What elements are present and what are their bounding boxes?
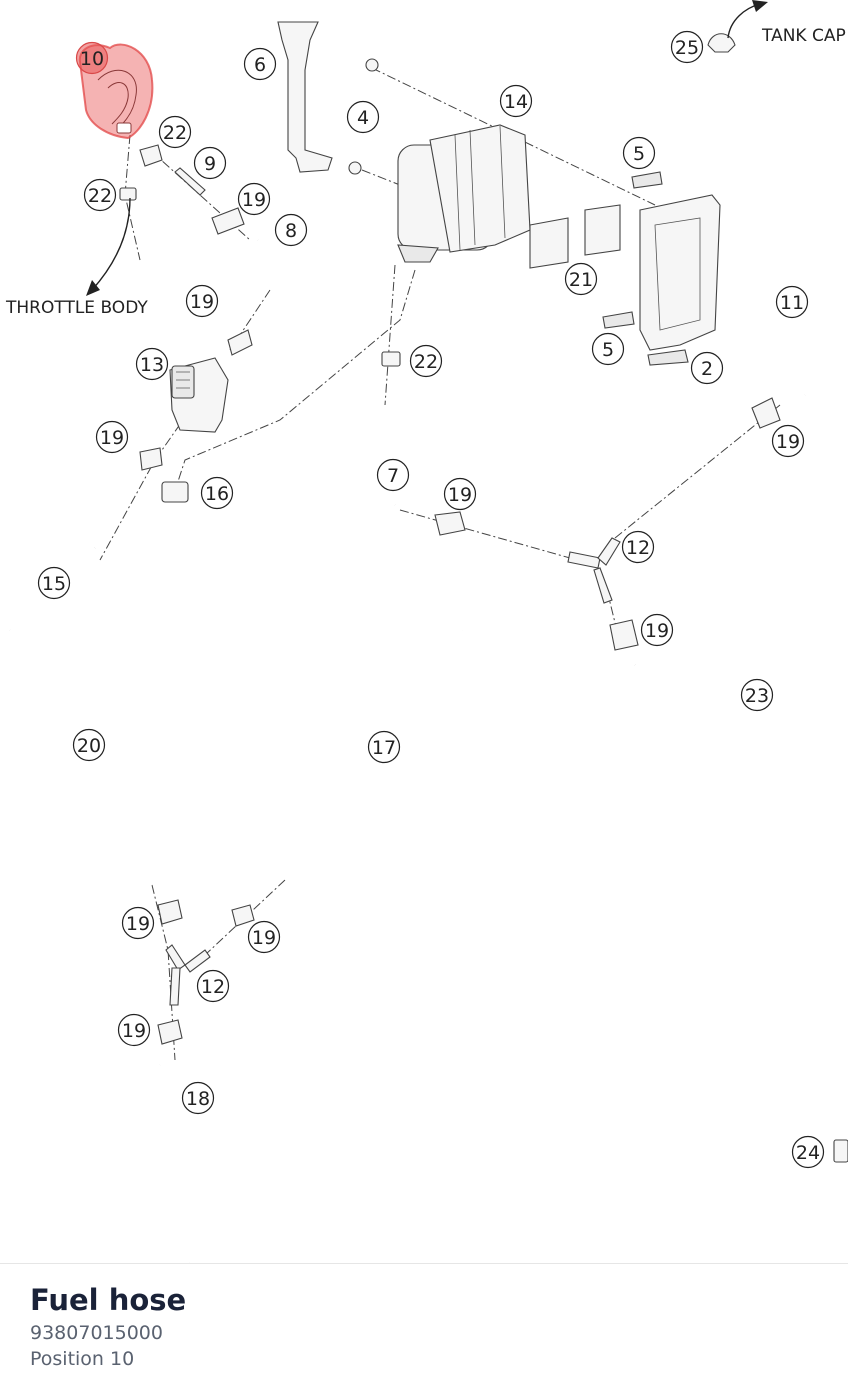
callout-label: 23	[745, 685, 769, 707]
callout-label: 14	[504, 91, 528, 113]
callout-label: 17	[372, 737, 396, 759]
callout-19[interactable]: 19	[95, 420, 129, 454]
callout-label: 19	[252, 927, 276, 949]
callout-19[interactable]: 19	[443, 477, 477, 511]
parts-diagram: 10 6 4 14 25 22 9 22 19 8 5 19 13 22 21 11 5 2 19 16 7 19 19 12…	[5, 0, 848, 1263]
callouts: 10 6 4 14 25 22 9 22 19 8 5 19 13 22 21 11 5 2 19 16 7 19 19 12…	[37, 30, 825, 1169]
bracket-6-shape	[277, 21, 333, 173]
callout-label: 12	[201, 976, 225, 998]
callout-label: 4	[357, 107, 369, 129]
callout-2[interactable]: 2	[690, 351, 724, 385]
callout-5[interactable]: 5	[591, 332, 625, 366]
callout-15[interactable]: 15	[37, 566, 71, 600]
callout-label: 12	[626, 537, 650, 559]
callout-label: 20	[77, 735, 101, 757]
callout-19[interactable]: 19	[771, 424, 805, 458]
callout-label: 7	[387, 465, 399, 487]
callout-18[interactable]: 18	[181, 1081, 215, 1115]
hoses	[7, 71, 846, 1263]
callout-label: 13	[140, 354, 164, 376]
fittings	[119, 33, 848, 1163]
callout-label: 6	[254, 54, 266, 76]
callout-16[interactable]: 16	[200, 476, 234, 510]
callout-12[interactable]: 12	[196, 969, 230, 1003]
callout-22[interactable]: 22	[83, 178, 117, 212]
callout-13[interactable]: 13	[135, 347, 169, 381]
callout-label: 22	[163, 122, 187, 144]
callout-10[interactable]: 10	[75, 41, 109, 75]
callout-19[interactable]: 19	[117, 1013, 151, 1047]
part-number: 93807015000	[30, 1322, 163, 1344]
callout-label: 19	[122, 1020, 146, 1042]
callout-21[interactable]: 21	[564, 262, 598, 296]
callout-23[interactable]: 23	[740, 678, 774, 712]
callout-19[interactable]: 19	[121, 906, 155, 940]
callout-11[interactable]: 11	[775, 285, 809, 319]
callout-4[interactable]: 4	[346, 100, 380, 134]
canister-assembly	[348, 58, 721, 366]
callout-label: 19	[190, 291, 214, 313]
callout-19[interactable]: 19	[237, 182, 271, 216]
leader-lines	[99, 67, 781, 1061]
callout-19[interactable]: 19	[185, 284, 219, 318]
callout-label: 19	[242, 189, 266, 211]
callout-label: 5	[602, 339, 614, 361]
callout-label: 21	[569, 269, 593, 291]
exploded-view-svg: 10 6 4 14 25 22 9 22 19 8 5 19 13 22 21 11 5 2 19 16 7 19 19 12…	[5, 0, 848, 1263]
callout-17[interactable]: 17	[367, 730, 401, 764]
callout-5[interactable]: 5	[622, 136, 656, 170]
callout-label: 5	[633, 143, 645, 165]
callout-6[interactable]: 6	[243, 47, 277, 81]
callout-label: 19	[100, 427, 124, 449]
callout-label: 18	[186, 1088, 210, 1110]
callout-19[interactable]: 19	[640, 613, 674, 647]
callout-12[interactable]: 12	[621, 530, 655, 564]
callout-9[interactable]: 9	[193, 146, 227, 180]
throttle-body-label: THROTTLE BODY	[5, 298, 148, 318]
direction-arrows	[86, 0, 768, 296]
callout-24[interactable]: 24	[791, 1135, 825, 1169]
callout-label: 8	[285, 220, 297, 242]
callout-22[interactable]: 22	[158, 115, 192, 149]
callout-label: 19	[126, 913, 150, 935]
tank-cap-label: TANK CAP	[761, 26, 846, 46]
callout-label: 22	[414, 351, 438, 373]
callout-label: 22	[88, 185, 112, 207]
callout-label: 19	[448, 484, 472, 506]
part-info-panel: Fuel hose 93807015000 Position 10	[0, 1263, 848, 1390]
callout-label: 19	[776, 431, 800, 453]
callout-label: 2	[701, 358, 713, 380]
callout-label: 19	[645, 620, 669, 642]
callout-8[interactable]: 8	[274, 213, 308, 247]
callout-label: 24	[796, 1142, 820, 1164]
callout-22[interactable]: 22	[409, 344, 443, 378]
callout-label: 10	[80, 48, 104, 70]
callout-label: 11	[780, 292, 804, 314]
valve-13-shape	[169, 357, 229, 433]
callout-25[interactable]: 25	[670, 30, 704, 64]
part-position: Position 10	[30, 1348, 135, 1370]
callout-19[interactable]: 19	[247, 920, 281, 954]
part-title: Fuel hose	[30, 1283, 187, 1317]
callout-label: 16	[205, 483, 229, 505]
callout-20[interactable]: 20	[72, 728, 106, 762]
callout-label: 25	[675, 37, 699, 59]
callout-14[interactable]: 14	[499, 84, 533, 118]
callout-7[interactable]: 7	[376, 458, 410, 492]
callout-label: 15	[42, 573, 66, 595]
callout-label: 9	[204, 153, 216, 175]
